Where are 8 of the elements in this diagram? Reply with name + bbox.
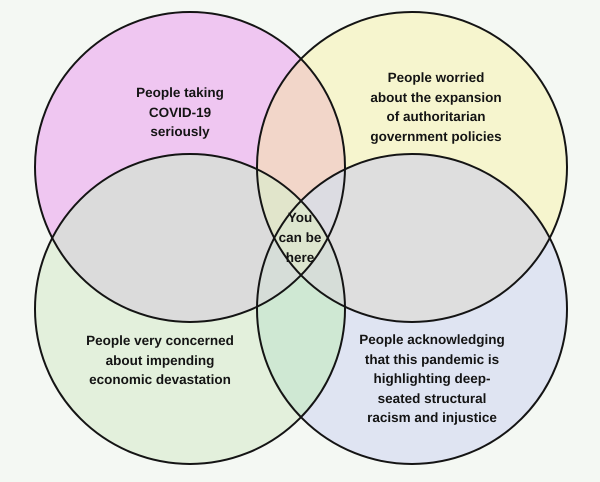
set-label: People worried about the expansion of authoritarian government policies: [369, 69, 503, 146]
set-label: People taking COVID-19 seriously: [135, 84, 225, 141]
set-label: People very concerned about impending economic devastation: [85, 332, 235, 389]
venn-circle: [34, 153, 346, 465]
venn-circle: [256, 11, 568, 323]
venn-circle: [256, 153, 568, 465]
set-label: People acknowledging that this pandemic is highlighting deep-seated structural racism and injustice: [358, 331, 506, 427]
venn-circle: [34, 11, 346, 323]
